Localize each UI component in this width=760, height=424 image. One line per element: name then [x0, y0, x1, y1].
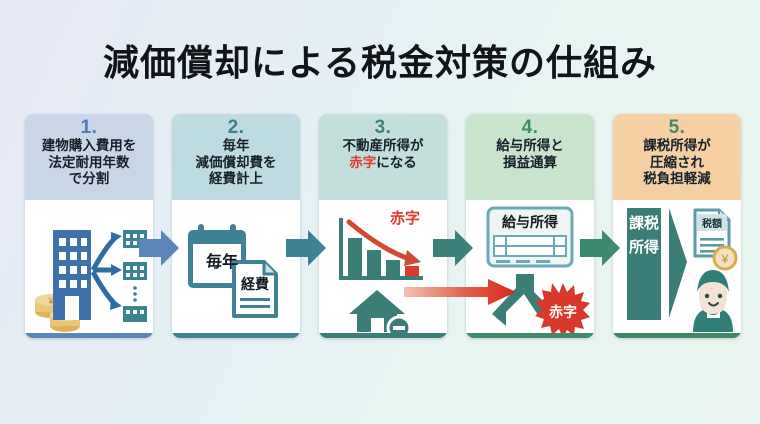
- page-title: 減価償却による税金対策の仕組み: [103, 42, 657, 83]
- step-title-2-line-3: 経費計上: [209, 171, 263, 186]
- calendar-label: 毎年: [205, 254, 238, 271]
- step-card-5-accent-bar: [613, 333, 741, 338]
- red-deficit-arrow: [404, 279, 516, 305]
- step-card-2-header: 2. 毎年 減価償却費を 経費計上: [172, 114, 300, 200]
- step-card-5-body: ¥ 課税所得 税額: [613, 200, 741, 338]
- expense-document-label: 経費: [241, 276, 269, 292]
- step-4-illustration: [486, 206, 590, 338]
- step-title-2-line-1: 毎年: [222, 138, 250, 153]
- step-title-5-line-2: 圧縮され: [650, 154, 704, 170]
- step-number-3: 3.: [374, 117, 392, 138]
- step-card-4[interactable]: 4. 給与所得と 損益通算 給与所: [466, 114, 594, 338]
- step-card-3-accent-bar: [319, 333, 447, 338]
- step-number-2: 2.: [227, 117, 245, 138]
- step-title-4-line-1: 給与所得と: [496, 138, 564, 153]
- step-2-illustration: [188, 224, 278, 318]
- step-card-5-header: 5. 課税所得が 圧縮され 税負担軽減: [613, 114, 741, 200]
- taxable-income-bar-label: 課税所得: [628, 215, 659, 256]
- step-card-2[interactable]: 2. 毎年 減価償却費を 経費計上 毎年 経費: [172, 114, 300, 338]
- step-title-1-line-3: で分割: [68, 171, 110, 186]
- step-card-1[interactable]: 1. 建物購入費用を 法定耐用年数 で分割 ¥ ¥: [25, 114, 153, 338]
- arrow-3-to-4: [433, 228, 473, 268]
- declining-bar-chart-icon: [339, 218, 423, 280]
- step-number-4: 4.: [521, 117, 539, 138]
- step-title-4-line-2: 損益通算: [503, 154, 557, 170]
- deficit-starburst-icon: [535, 283, 590, 338]
- split-arrow-heads-icon: [110, 232, 122, 310]
- step-title-5: 課税所得が 圧縮され 税負担軽減: [613, 138, 741, 188]
- step-card-3-header: 3. 不動産所得が 赤字になる: [319, 114, 447, 200]
- person-icon: [693, 270, 733, 332]
- taxable-income-bar-icon: [627, 208, 661, 320]
- step-title-3: 不動産所得が 赤字になる: [319, 138, 447, 171]
- step-card-2-accent-bar: [172, 333, 300, 338]
- house-minus-icon: [349, 290, 412, 338]
- step-number-1: 1.: [80, 117, 98, 138]
- small-building-icon: [123, 230, 147, 322]
- svg-text:¥: ¥: [47, 296, 54, 306]
- tax-document-label: 税額: [697, 214, 727, 231]
- step-title-5-line-3: 税負担軽減: [643, 171, 711, 186]
- step-title-2-line-2: 減価償却費を: [195, 154, 277, 170]
- step-title-4: 給与所得と 損益通算: [466, 138, 594, 171]
- document-icon: [232, 260, 278, 318]
- arrow-2-to-3: [286, 228, 326, 268]
- step-title-1-line-1: 建物購入費用を: [41, 138, 137, 153]
- salary-table-icon: [486, 206, 574, 268]
- step-1-illustration: ¥ ¥: [35, 230, 147, 332]
- step-card-3-body: 赤字: [319, 200, 447, 338]
- step-card-3[interactable]: 3. 不動産所得が 赤字になる: [319, 114, 447, 338]
- step-card-4-header: 4. 給与所得と 損益通算: [466, 114, 594, 200]
- red-down-arrow-icon: [346, 219, 421, 266]
- deficit-chart-label: 赤字: [389, 210, 420, 227]
- step-title-2: 毎年 減価償却費を 経費計上: [172, 138, 300, 188]
- step-card-4-accent-bar: [466, 333, 594, 338]
- step-title-1-line-2: 法定耐用年数: [48, 154, 130, 170]
- step-card-1-body: ¥ ¥: [25, 200, 153, 338]
- building-icon: [53, 230, 91, 320]
- compression-chevron-icon: [669, 208, 687, 318]
- svg-text:¥: ¥: [721, 252, 729, 266]
- calendar-icon: [188, 224, 246, 288]
- step-title-3-line-2: 赤字になる: [321, 155, 445, 172]
- step-title-3-line-1: 不動産所得が: [342, 138, 424, 153]
- step-3-illustration: [339, 218, 423, 338]
- deficit-badge-label: 赤字: [549, 304, 577, 320]
- step-title-3-highlight: 赤字: [349, 154, 377, 170]
- step-card-1-accent-bar: [25, 333, 153, 338]
- step-title-5-line-1: 課税所得が: [643, 138, 711, 153]
- salary-table-label: 給与所得: [502, 214, 558, 230]
- step-card-5[interactable]: 5. 課税所得が 圧縮され 税負担軽減 ¥: [613, 114, 741, 338]
- step-card-2-body: 毎年 経費: [172, 200, 300, 338]
- step-title-3-suffix: になる: [376, 154, 417, 170]
- arrow-4-to-5: [580, 228, 620, 268]
- step-number-5: 5.: [668, 117, 686, 138]
- arrow-1-to-2: [139, 228, 179, 268]
- yen-coin-icon: ¥: [712, 245, 738, 271]
- step-card-4-body: 給与所得 赤字: [466, 200, 594, 338]
- step-card-1-header: 1. 建物購入費用を 法定耐用年数 で分割: [25, 114, 153, 200]
- step-title-1: 建物購入費用を 法定耐用年数 で分割: [25, 138, 153, 188]
